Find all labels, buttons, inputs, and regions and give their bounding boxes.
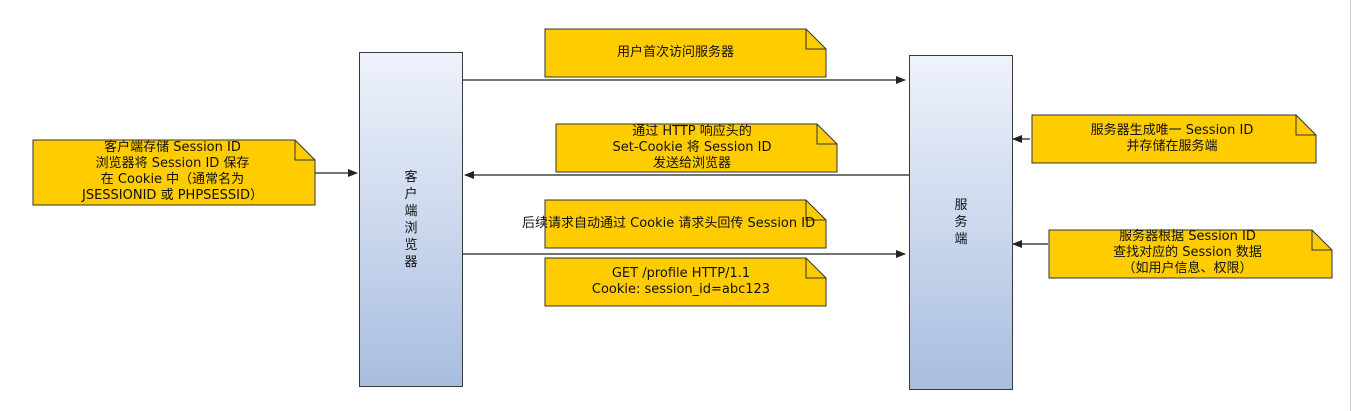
client-label-char: 客 — [404, 169, 418, 185]
note-fold-auto-send — [805, 200, 826, 221]
client-label-char: 户 — [404, 186, 418, 202]
client-label-char: 浏 — [404, 220, 418, 236]
note-shape-server-generate — [1031, 114, 1317, 164]
note-shape-server-lookup — [1048, 229, 1333, 279]
note-shape-set-cookie — [555, 123, 838, 173]
note-shape-request-example — [544, 257, 827, 307]
note-shape-first-visit — [544, 28, 827, 78]
note-fold-first-visit — [805, 29, 826, 50]
server-label-char: 服 — [954, 198, 968, 213]
note-fold-client-store — [294, 140, 315, 161]
note-shape-client-store — [32, 139, 316, 206]
server-node: 服 务 端 — [909, 55, 1013, 390]
note-fold-set-cookie — [816, 124, 837, 145]
client-browser-label: 客 户 端 浏 览 器 — [404, 169, 417, 271]
client-browser-node: 客 户 端 浏 览 器 — [359, 52, 463, 387]
server-label-char: 端 — [954, 232, 968, 247]
note-fold-server-generate — [1295, 115, 1316, 136]
server-label-char: 务 — [954, 215, 968, 230]
note-fold-request-example — [805, 258, 826, 279]
client-label-char: 览 — [404, 237, 418, 253]
client-label-char: 器 — [404, 254, 418, 270]
note-shape-auto-send — [544, 199, 827, 249]
label-auto-send: 后续请求自动通过 Cookie 请求头回传 Session ID — [522, 216, 816, 231]
server-label: 服 务 端 — [954, 197, 967, 248]
client-label-char: 端 — [404, 203, 418, 219]
note-fold-server-lookup — [1311, 230, 1332, 251]
